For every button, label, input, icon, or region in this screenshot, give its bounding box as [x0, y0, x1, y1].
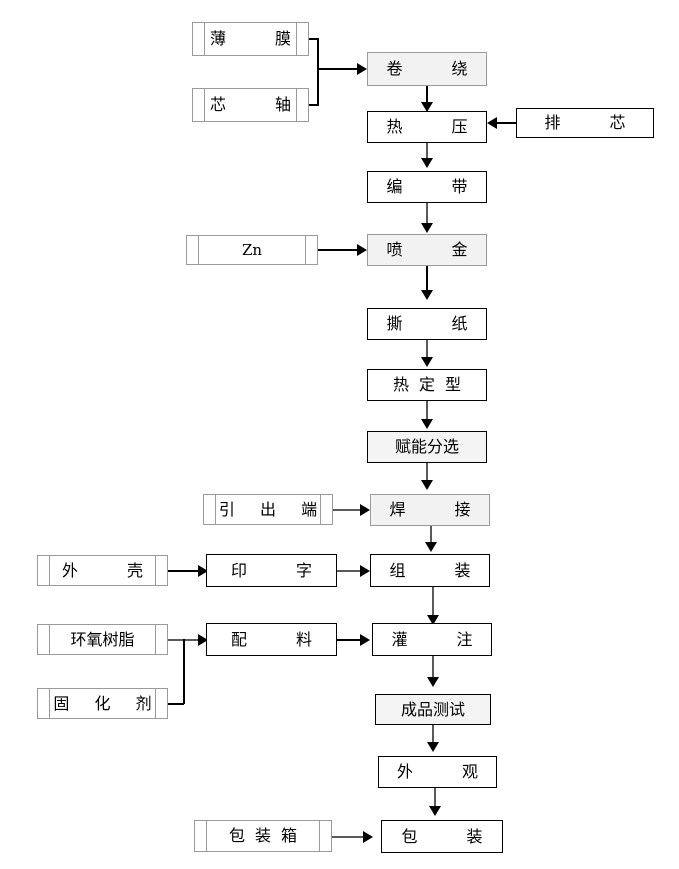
node-welding[interactable]: 焊 接	[370, 494, 490, 526]
arrowhead-to-metalspray	[421, 223, 433, 233]
arrowhead-to-hotpress	[421, 102, 433, 112]
edge-metalspray-to-tearpaper	[426, 266, 428, 294]
edge-welding-to-assembly	[430, 526, 432, 546]
arrowhead-to-packaging	[429, 806, 441, 816]
edge-heatset-to-energizesort	[426, 401, 428, 423]
edge-mandrel-to-merge	[309, 104, 319, 106]
edge-curingagent-stub	[168, 703, 184, 705]
node-heat-set[interactable]: 热定型	[367, 369, 487, 401]
arrowhead-to-printing	[198, 565, 208, 577]
node-label: 印 字	[230, 560, 335, 580]
node-label: 外 观	[396, 762, 501, 781]
edge-energizesort-to-welding	[426, 463, 428, 485]
edge-coreremoval-to-hotpress	[497, 122, 516, 124]
edge-appearance-to-packaging	[434, 788, 436, 810]
node-taping[interactable]: 编 带	[367, 171, 487, 203]
arrowhead-to-finaltest	[427, 677, 439, 687]
arrowhead-to-metalspray-right	[357, 244, 367, 256]
arrowhead-to-assembly	[425, 542, 437, 552]
node-label: Zn	[241, 240, 263, 259]
node-lead-terminal[interactable]: 引 出 端	[203, 494, 333, 525]
edge-assembly-to-potting	[432, 587, 434, 619]
node-metal-spray[interactable]: 喷 金	[367, 234, 487, 266]
edge-merge-vertical	[317, 38, 319, 106]
edge-merge-to-winding	[317, 68, 359, 70]
node-epoxy-resin[interactable]: 环氧树脂	[37, 624, 168, 655]
node-printing[interactable]: 印 字	[206, 554, 337, 587]
node-label: 喷 金	[386, 240, 490, 259]
node-label: 编 带	[386, 177, 490, 196]
node-zinc[interactable]: Zn	[186, 235, 318, 265]
node-carton[interactable]: 包装箱	[194, 820, 332, 852]
node-label: 组 装	[389, 560, 493, 580]
node-label: 热定型	[392, 375, 471, 394]
node-energize-sort[interactable]: 赋能分选	[367, 431, 487, 463]
node-compounding[interactable]: 配 料	[206, 623, 337, 656]
edge-film-to-merge	[309, 38, 319, 40]
arrowhead-to-hotpress-left	[487, 117, 497, 129]
node-packaging[interactable]: 包 装	[381, 820, 503, 853]
node-label: 包 装	[401, 826, 505, 846]
node-assembly[interactable]: 组 装	[370, 554, 490, 587]
node-curing-agent[interactable]: 固 化 剂	[37, 688, 168, 719]
node-tear-paper[interactable]: 撕 纸	[367, 308, 487, 340]
edge-zinc-to-metalspray	[318, 249, 359, 251]
node-hot-press[interactable]: 热 压	[367, 111, 487, 143]
node-label: 成品测试	[400, 699, 465, 719]
edge-compounding-to-potting	[337, 639, 362, 641]
arrowhead-to-winding	[357, 63, 367, 75]
arrowhead-to-assembly-right	[360, 565, 370, 577]
arrowhead-to-welding-right	[360, 504, 370, 516]
arrowhead-to-compounding	[198, 634, 208, 646]
arrowhead-to-taping	[421, 158, 433, 168]
node-core-removal[interactable]: 排 芯	[516, 108, 654, 138]
node-label: 热 压	[386, 117, 490, 136]
node-label: 撕 纸	[386, 314, 490, 333]
node-label: 环氧树脂	[70, 629, 135, 649]
edge-hotpress-to-taping	[426, 143, 428, 161]
node-label: 固 化 剂	[53, 693, 162, 713]
node-appearance[interactable]: 外 观	[378, 756, 497, 788]
node-winding[interactable]: 卷 绕	[367, 52, 487, 86]
edge-potting-to-finaltest	[432, 656, 434, 681]
node-label: 配 料	[230, 629, 335, 649]
arrowhead-to-potting	[427, 615, 439, 625]
node-film[interactable]: 薄 膜	[192, 22, 309, 56]
node-label: 外 壳	[61, 560, 166, 580]
edge-winding-to-hotpress	[426, 86, 428, 106]
node-label: 芯 轴	[209, 95, 314, 114]
arrowhead-to-heatset	[421, 357, 433, 367]
node-shell[interactable]: 外 壳	[37, 555, 168, 586]
arrowhead-to-appearance	[427, 742, 439, 752]
arrowhead-to-packaging-right	[363, 831, 373, 843]
edge-curingagent-vertical	[183, 639, 185, 704]
edge-taping-to-metalspray	[426, 203, 428, 227]
node-label: 薄 膜	[209, 29, 314, 48]
edge-carton-to-packaging	[332, 836, 365, 838]
node-final-test[interactable]: 成品测试	[375, 694, 491, 725]
node-label: 排 芯	[544, 113, 648, 132]
node-label: 卷 绕	[386, 59, 490, 78]
node-potting[interactable]: 灌 注	[372, 623, 492, 656]
node-label: 赋能分选	[394, 437, 459, 456]
node-label: 焊 接	[389, 500, 493, 519]
node-label: 引 出 端	[218, 499, 328, 519]
node-label: 包装箱	[228, 826, 307, 845]
node-label: 灌 注	[391, 629, 495, 649]
arrowhead-to-potting-right	[360, 634, 370, 646]
edge-finaltest-to-appearance	[432, 725, 434, 746]
edge-shell-to-printing	[168, 570, 200, 572]
node-mandrel[interactable]: 芯 轴	[192, 88, 309, 122]
edge-printing-to-assembly	[337, 570, 362, 572]
arrowhead-to-tearpaper	[421, 290, 433, 300]
edge-tearpaper-to-heatset	[426, 340, 428, 361]
edge-leadterminal-to-welding	[333, 509, 362, 511]
arrowhead-to-welding	[421, 480, 433, 490]
arrowhead-to-energizesort	[421, 419, 433, 429]
